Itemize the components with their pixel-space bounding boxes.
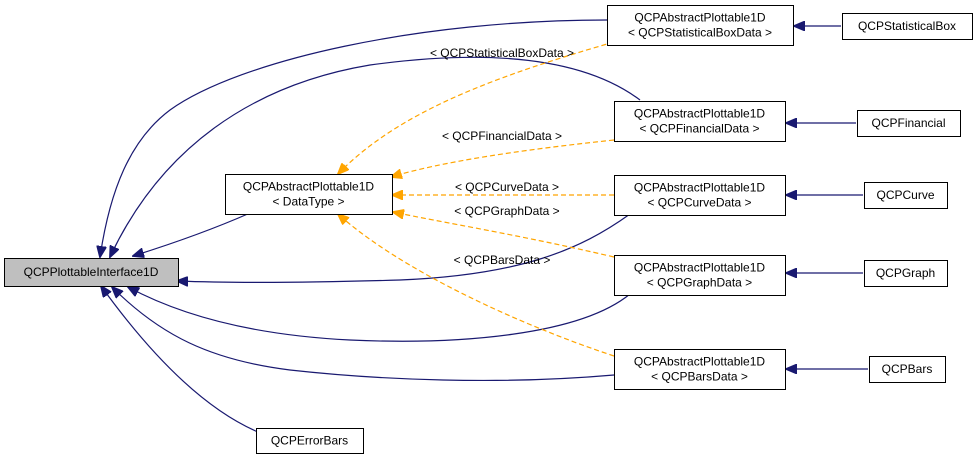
node-label-line: QCPBars [882, 362, 933, 376]
node-box [869, 356, 946, 383]
node-label-line: < DataType > [272, 195, 344, 209]
node-label-line: < QCPFinancialData > [639, 122, 759, 136]
edge-label-statbox: < QCPStatisticalBoxData > [430, 46, 574, 60]
node-abstract-plottable-bars[interactable]: QCPAbstractPlottable1D< QCPBarsData > [614, 349, 786, 390]
node-error-bars[interactable]: QCPErrorBars [256, 428, 364, 454]
nodes: QCPPlottableInterface1D QCPAbstractPlott… [4, 5, 973, 454]
edge-label-graph: < QCPGraphData > [454, 204, 559, 218]
node-label-line: QCPCurve [876, 188, 934, 202]
node-bars[interactable]: QCPBars [869, 356, 946, 383]
node-box [614, 255, 786, 296]
node-box [614, 175, 786, 216]
node-box [607, 5, 794, 46]
edge-abstract-to-interface [133, 212, 251, 256]
edge-template-bars [338, 214, 615, 357]
node-statistical-box[interactable]: QCPStatisticalBox [842, 13, 973, 40]
node-box [864, 260, 948, 287]
node-box [842, 13, 973, 40]
edge-curve-abs-to-interface [177, 213, 631, 282]
edge-template-financial [391, 139, 615, 177]
edge-label-financial: < QCPFinancialData > [442, 129, 562, 143]
template-edges [338, 41, 615, 357]
node-curve[interactable]: QCPCurve [864, 182, 948, 209]
node-label-line: QCPGraph [876, 266, 935, 280]
node-label-line: QCPAbstractPlottable1D [634, 11, 766, 25]
node-plottable-interface-1d[interactable]: QCPPlottableInterface1D [4, 258, 179, 287]
edge-errorbars-to-interface [101, 286, 259, 433]
node-graph[interactable]: QCPGraph [864, 260, 948, 287]
node-box [256, 428, 364, 454]
node-box [614, 101, 786, 142]
node-label-line: QCPErrorBars [271, 434, 348, 448]
node-abstract-plottable-1d-template[interactable]: QCPAbstractPlottable1D< DataType > [225, 174, 393, 215]
node-label-line: QCPFinancial [871, 116, 945, 130]
node-abstract-plottable-curve[interactable]: QCPAbstractPlottable1D< QCPCurveData > [614, 175, 786, 216]
node-box [864, 182, 948, 209]
node-box [225, 174, 393, 215]
node-label-line: < QCPCurveData > [647, 196, 751, 210]
edge-statbox-abs-to-interface [100, 19, 608, 257]
node-financial[interactable]: QCPFinancial [857, 110, 961, 137]
node-label-line: QCPPlottableInterface1D [24, 265, 159, 279]
node-label-line: QCPAbstractPlottable1D [634, 355, 766, 369]
edge-graph-abs-to-interface [128, 287, 631, 342]
edge-template-statbox [338, 41, 615, 174]
node-box [4, 258, 179, 287]
node-label-line: QCPAbstractPlottable1D [634, 181, 766, 195]
node-abstract-plottable-statbox[interactable]: QCPAbstractPlottable1D< QCPStatisticalBo… [607, 5, 794, 46]
edge-label-curve: < QCPCurveData > [455, 180, 559, 194]
edge-label-bars: < QCPBarsData > [454, 253, 551, 267]
node-abstract-plottable-financial[interactable]: QCPAbstractPlottable1D< QCPFinancialData… [614, 101, 786, 142]
node-label-line: < QCPGraphData > [647, 276, 752, 290]
inheritance-edges [100, 19, 868, 433]
node-label-line: QCPStatisticalBox [858, 19, 956, 33]
node-box [614, 349, 786, 390]
edge-bars-abs-to-interface [112, 287, 615, 382]
node-label-line: < QCPBarsData > [651, 370, 748, 384]
node-box [857, 110, 961, 137]
edge-financial-abs-to-interface [110, 56, 641, 257]
edge-template-graph [393, 212, 615, 258]
node-label-line: QCPAbstractPlottable1D [634, 107, 766, 121]
edge-labels: < QCPStatisticalBoxData > < QCPFinancial… [430, 46, 574, 267]
node-label-line: QCPAbstractPlottable1D [243, 180, 375, 194]
node-label-line: < QCPStatisticalBoxData > [628, 26, 772, 40]
node-abstract-plottable-graph[interactable]: QCPAbstractPlottable1D< QCPGraphData > [614, 255, 786, 296]
node-label-line: QCPAbstractPlottable1D [634, 261, 766, 275]
